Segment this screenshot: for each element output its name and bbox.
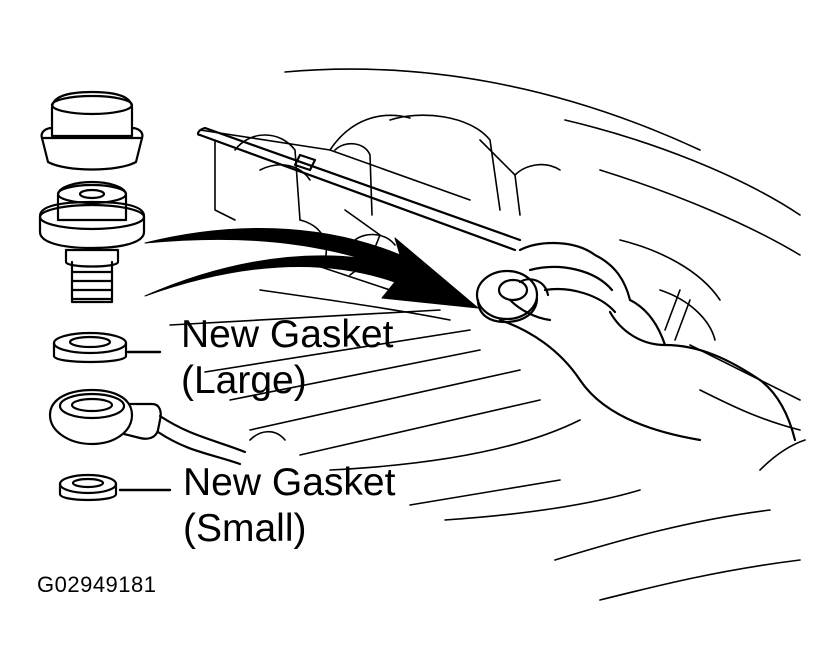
extension-bar bbox=[196, 126, 522, 252]
small-gasket-label-line1: New Gasket bbox=[183, 461, 396, 504]
large-gasket-label-line2: (Large) bbox=[181, 359, 307, 402]
small-gasket-label: New Gasket (Small) bbox=[183, 460, 395, 552]
large-gasket-label-line1: New Gasket bbox=[181, 313, 394, 356]
union-bolt-part bbox=[38, 180, 146, 304]
banjo-fitting-part bbox=[48, 388, 247, 466]
large-gasket-part bbox=[52, 331, 162, 364]
small-gasket-part bbox=[58, 473, 172, 502]
direction-arrow bbox=[144, 228, 479, 309]
figure-code: G02949181 bbox=[37, 572, 157, 597]
small-gasket-label-line2: (Small) bbox=[183, 507, 307, 550]
large-gasket-label: New Gasket (Large) bbox=[181, 312, 393, 404]
hand bbox=[498, 242, 797, 442]
union-bolt-installed bbox=[475, 269, 550, 324]
cap-part bbox=[40, 90, 144, 171]
